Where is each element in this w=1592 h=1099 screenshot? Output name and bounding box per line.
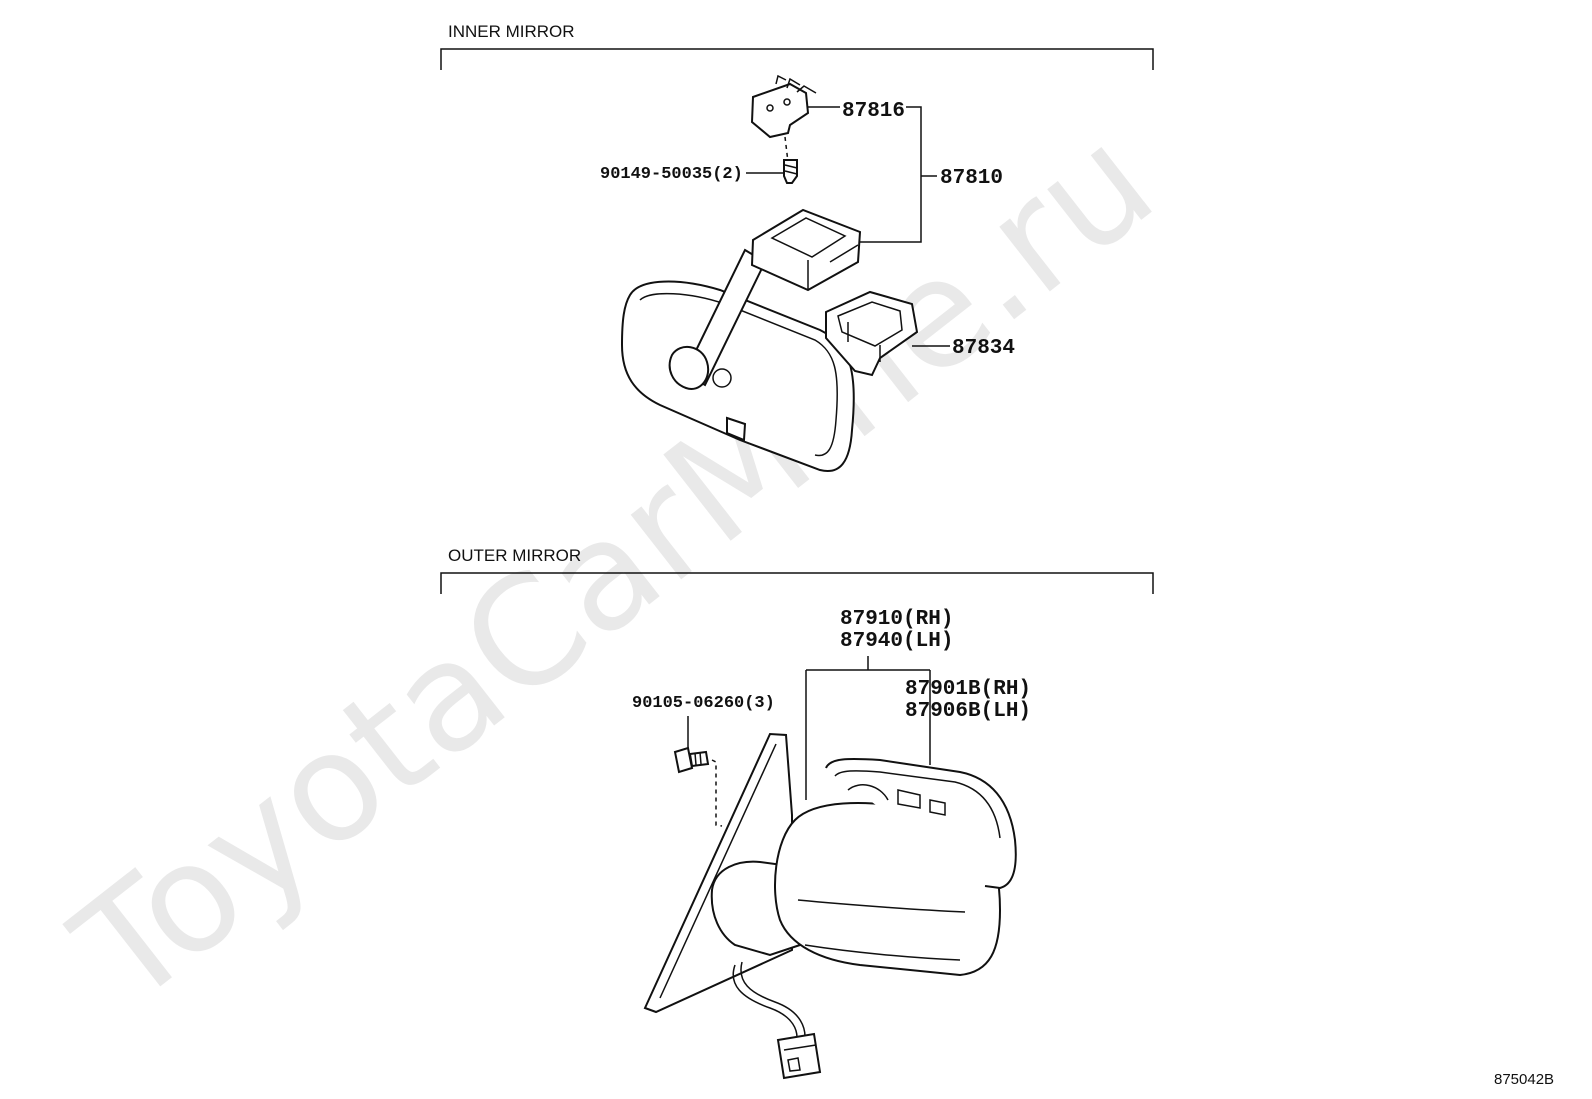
part-number-87810[interactable]: 87810 (940, 167, 1003, 190)
part-number-87906[interactable]: 87906B(LH) (905, 700, 1031, 723)
bracket-87910 (805, 656, 931, 800)
watermark: ToyotaCarMine.ru (44, 94, 1185, 1038)
part-number-90149[interactable]: 90149-50035(2) (600, 165, 743, 184)
part-number-87910[interactable]: 87910(RH) (840, 608, 953, 631)
part-number-87940[interactable]: 87940(LH) (840, 630, 953, 653)
inner-mirror-assembly[interactable] (620, 208, 862, 472)
diagram-reference-code: 875042B (1494, 1071, 1554, 1088)
section-title-inner-mirror: INNER MIRROR (448, 22, 575, 41)
bracket-87810 (860, 106, 922, 243)
screw-90149[interactable] (783, 136, 798, 184)
bolt-90105[interactable] (673, 746, 723, 827)
section-bracket-outer (440, 572, 1154, 594)
section-bracket-inner (440, 48, 1154, 70)
section-title-outer-mirror: OUTER MIRROR (448, 546, 581, 565)
mirror-clip-87816[interactable] (750, 74, 817, 139)
mirror-cover-87834[interactable] (825, 290, 919, 377)
outer-mirror-assembly[interactable] (643, 732, 1017, 1080)
part-number-87834[interactable]: 87834 (952, 337, 1015, 360)
part-number-90105[interactable]: 90105-06260(3) (632, 694, 775, 713)
part-number-87901[interactable]: 87901B(RH) (905, 678, 1031, 701)
part-number-87816[interactable]: 87816 (842, 100, 905, 123)
